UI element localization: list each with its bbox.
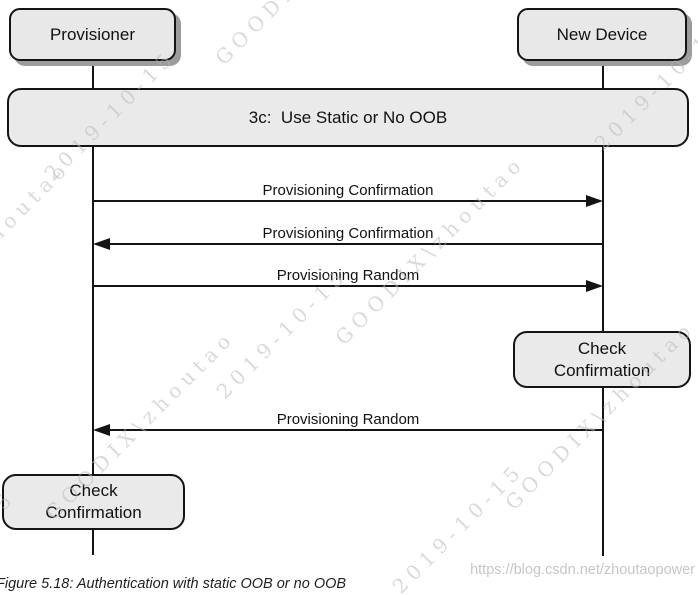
message-line bbox=[105, 243, 603, 245]
watermark-url: https://blog.csdn.net/zhoutaopower bbox=[470, 562, 695, 578]
step-box-use-static-or-no-oob: 3c: Use Static or No OOB bbox=[7, 88, 689, 147]
figure-caption: Figure 5.18: Authentication with static … bbox=[0, 576, 347, 592]
message-label: Provisioning Confirmation bbox=[262, 182, 434, 199]
message-label: Provisioning Random bbox=[276, 267, 420, 284]
action-box-label: Check Confirmation bbox=[553, 338, 651, 380]
lifeline-provisioner-segment bbox=[92, 147, 94, 474]
actor-label: New Device bbox=[556, 24, 648, 44]
lifeline-provisioner-segment bbox=[92, 529, 94, 555]
lifeline-new-device-segment bbox=[602, 61, 604, 89]
arrowhead-left-icon bbox=[93, 238, 110, 250]
action-box-label: Check Confirmation bbox=[45, 481, 142, 522]
lifeline-provisioner-segment bbox=[92, 61, 94, 89]
actor-box-new-device: New Device bbox=[517, 8, 687, 61]
message-label: Provisioning Random bbox=[276, 411, 420, 428]
message-line bbox=[93, 200, 589, 202]
message-row: Provisioning Confirmation bbox=[93, 182, 603, 208]
arrowhead-right-icon bbox=[586, 280, 603, 292]
actor-box-provisioner: Provisioner bbox=[9, 8, 176, 61]
message-line bbox=[105, 429, 603, 431]
action-box-check-confirmation: Check Confirmation bbox=[2, 474, 185, 530]
message-label: Provisioning Confirmation bbox=[262, 225, 434, 242]
message-row: Provisioning Confirmation bbox=[93, 225, 603, 251]
step-box-label: 3c: Use Static or No OOB bbox=[248, 107, 448, 127]
watermark-diagonal: GOODIX\zhoutao bbox=[0, 155, 75, 355]
action-box-check-confirmation: Check Confirmation bbox=[513, 331, 691, 388]
lifeline-new-device-segment bbox=[602, 387, 604, 556]
message-row: Provisioning Random bbox=[93, 411, 603, 437]
arrowhead-left-icon bbox=[93, 424, 110, 436]
arrowhead-right-icon bbox=[586, 195, 603, 207]
actor-label: Provisioner bbox=[49, 24, 136, 44]
lifeline-new-device-segment bbox=[602, 147, 604, 332]
message-row: Provisioning Random bbox=[93, 267, 603, 293]
watermark-diagonal: GOODIX\zhoutao bbox=[210, 0, 409, 70]
message-line bbox=[93, 285, 589, 287]
